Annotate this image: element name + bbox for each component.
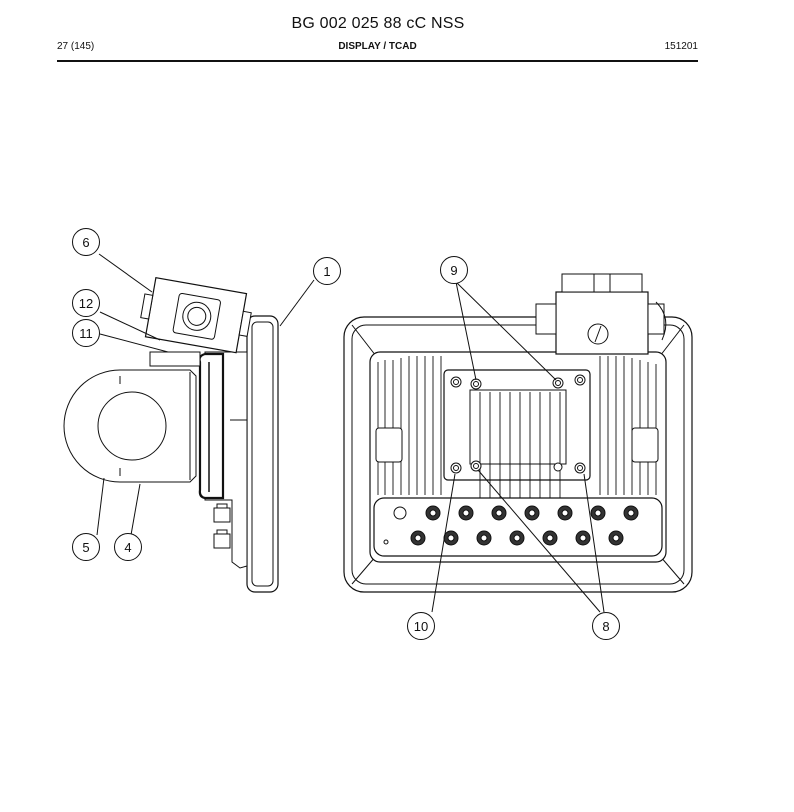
callout-12: 12: [72, 289, 100, 317]
callout-9: 9: [440, 256, 468, 284]
callout-4: 4: [114, 533, 142, 561]
callout-10: 10: [407, 612, 435, 640]
callout-11: 11: [72, 319, 100, 347]
callout-1: 1: [313, 257, 341, 285]
header-row: 27 (145) DISPLAY / TCAD 151201: [57, 41, 698, 55]
callout-8: 8: [592, 612, 620, 640]
mounting-screws: [450, 374, 586, 474]
header-rule: [57, 60, 698, 62]
document-title: BG 002 025 88 cC NSS: [291, 15, 465, 32]
side-view: [63, 253, 315, 593]
connector-ports: [383, 505, 639, 546]
rear-view: [343, 273, 693, 613]
callout-6: 6: [72, 228, 100, 256]
page-number: 27 (145): [57, 41, 95, 52]
document-date: 151201: [664, 41, 698, 52]
callout-5: 5: [72, 533, 100, 561]
heat-sink-fins: [377, 356, 657, 495]
section-title: DISPLAY / TCAD: [338, 41, 417, 52]
